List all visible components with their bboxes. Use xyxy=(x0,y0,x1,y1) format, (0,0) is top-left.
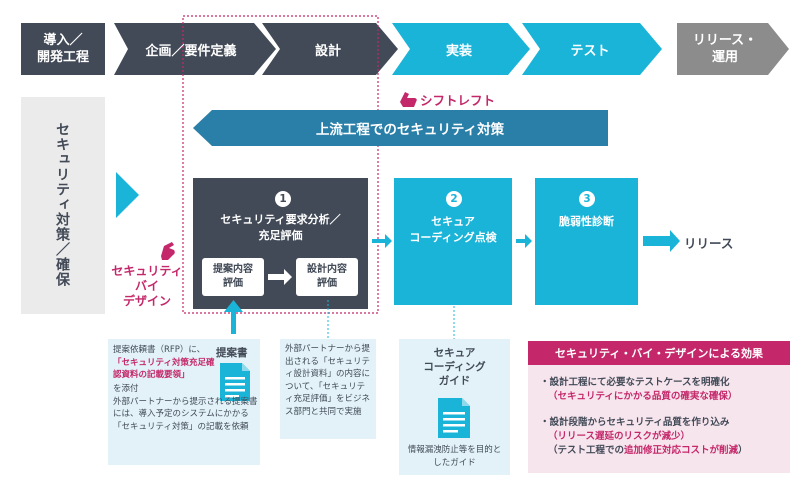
step1-title: セキュリティ要求分析／ 充足評価 xyxy=(220,213,341,242)
guide-document-icon xyxy=(438,398,470,438)
highlight-dotted-frame xyxy=(182,15,379,314)
effect-item-1: ・設計工程にて必要なテストケースを明確化 xyxy=(540,377,730,388)
step2-to-3-arrow xyxy=(516,234,532,248)
phase-implement: 実装 xyxy=(445,43,472,59)
phase-test: テスト xyxy=(570,43,610,59)
proposal-text-1: 提案依頼書（RFP）に、 xyxy=(113,345,206,355)
proposal-document-icon xyxy=(220,363,250,401)
upstream-arrow xyxy=(193,110,608,146)
step3-num-circle xyxy=(579,191,595,207)
proposal-text-2: を添付 外部パートナーから提示される提案書には、導入予定のシステムにかかる「セキ… xyxy=(113,384,258,432)
guide-caption: 情報漏洩防止等を目的としたガイド xyxy=(407,445,502,468)
up-arrow-head xyxy=(224,300,243,312)
upstream-label: 上流工程でのセキュリティ対策 xyxy=(315,122,505,138)
proposal-text-pink: 「セキュリティ対策充足確認資料の記載要領」 xyxy=(113,357,215,381)
effect-item-3-pre: （テスト工程での xyxy=(548,445,625,456)
effects-header: セキュリティ・バイ・デザインによる効果 xyxy=(554,347,763,360)
step1-num-circle xyxy=(275,191,291,207)
effect-item-2: ・設計段階からセキュリティ品質を作り込み xyxy=(540,417,730,428)
release-label: リリース xyxy=(684,236,734,251)
effect-item-2-detail: （リリース遅延のリスクが減少） xyxy=(548,431,691,442)
design-note-bg xyxy=(280,339,376,439)
design-eval-box: 設計内容 評価 xyxy=(296,258,358,296)
sub-arrow-icon xyxy=(268,269,292,285)
shift-left-label: シフトレフト xyxy=(420,93,496,108)
proposal-eval-box: 提案内容 評価 xyxy=(202,258,264,296)
phase-dev-process: 導入／ 開発工程 xyxy=(21,23,105,75)
effects-list: ・設計工程にて必要なテストケースを明確化 （セキュリティにかかる品質の確実な確保… xyxy=(540,376,786,458)
guide-title: セキュア コーディング ガイド xyxy=(423,347,486,387)
release-arrow xyxy=(643,230,680,252)
pointing-hand-icon xyxy=(161,242,175,260)
step2-num-circle xyxy=(446,191,462,207)
design-note-text: 外部パートナーから提出される「セキュリティ設計資料」の内容について、「セキュリテ… xyxy=(285,344,371,417)
step2-number: 2 xyxy=(450,193,458,205)
step2-title: セキュア コーディング点検 xyxy=(409,215,497,244)
phase-design: 設計 xyxy=(314,43,341,59)
phase-planning: 企画／要件定義 xyxy=(145,43,237,59)
security-side-label: セキュリティ対策／確保 xyxy=(54,122,70,287)
effect-item-3-post: ） xyxy=(738,445,748,456)
step3-title: 脆弱性診断 xyxy=(559,215,614,228)
phase-design-chevron xyxy=(262,23,398,75)
column-arrow-icon xyxy=(116,172,139,218)
step3-number: 3 xyxy=(583,193,591,205)
phase-release-chevron xyxy=(677,23,789,75)
effects-header-bg xyxy=(528,341,790,365)
phase-test-chevron xyxy=(522,23,662,75)
proposal-bg xyxy=(108,339,260,465)
step1-number: 1 xyxy=(279,193,287,205)
phase-release-ops: リリース・ 運用 xyxy=(692,33,758,65)
effect-item-3: （テスト工程での追加修正対応コストが削減） xyxy=(540,444,786,458)
effect-item-1-detail: （セキュリティにかかる品質の確実な確保） xyxy=(548,391,738,402)
phase-implement-chevron xyxy=(392,23,530,75)
security-column-bg xyxy=(21,97,105,314)
step1-to-2-arrow xyxy=(372,234,392,248)
proposal-doc-label: 提案書 xyxy=(216,347,248,359)
up-arrow-shaft xyxy=(231,310,236,334)
phase-planning-chevron xyxy=(114,23,276,75)
shift-left-hand-icon xyxy=(400,92,417,107)
proposal-text: 提案依頼書（RFP）に、 「セキュリティ対策充足確認資料の記載要領」 xyxy=(113,344,217,382)
effect-item-3-pink: 追加修正対応コストが削減 xyxy=(624,445,739,456)
security-by-design-label: セキュリティ バイ デザイン xyxy=(111,264,183,308)
